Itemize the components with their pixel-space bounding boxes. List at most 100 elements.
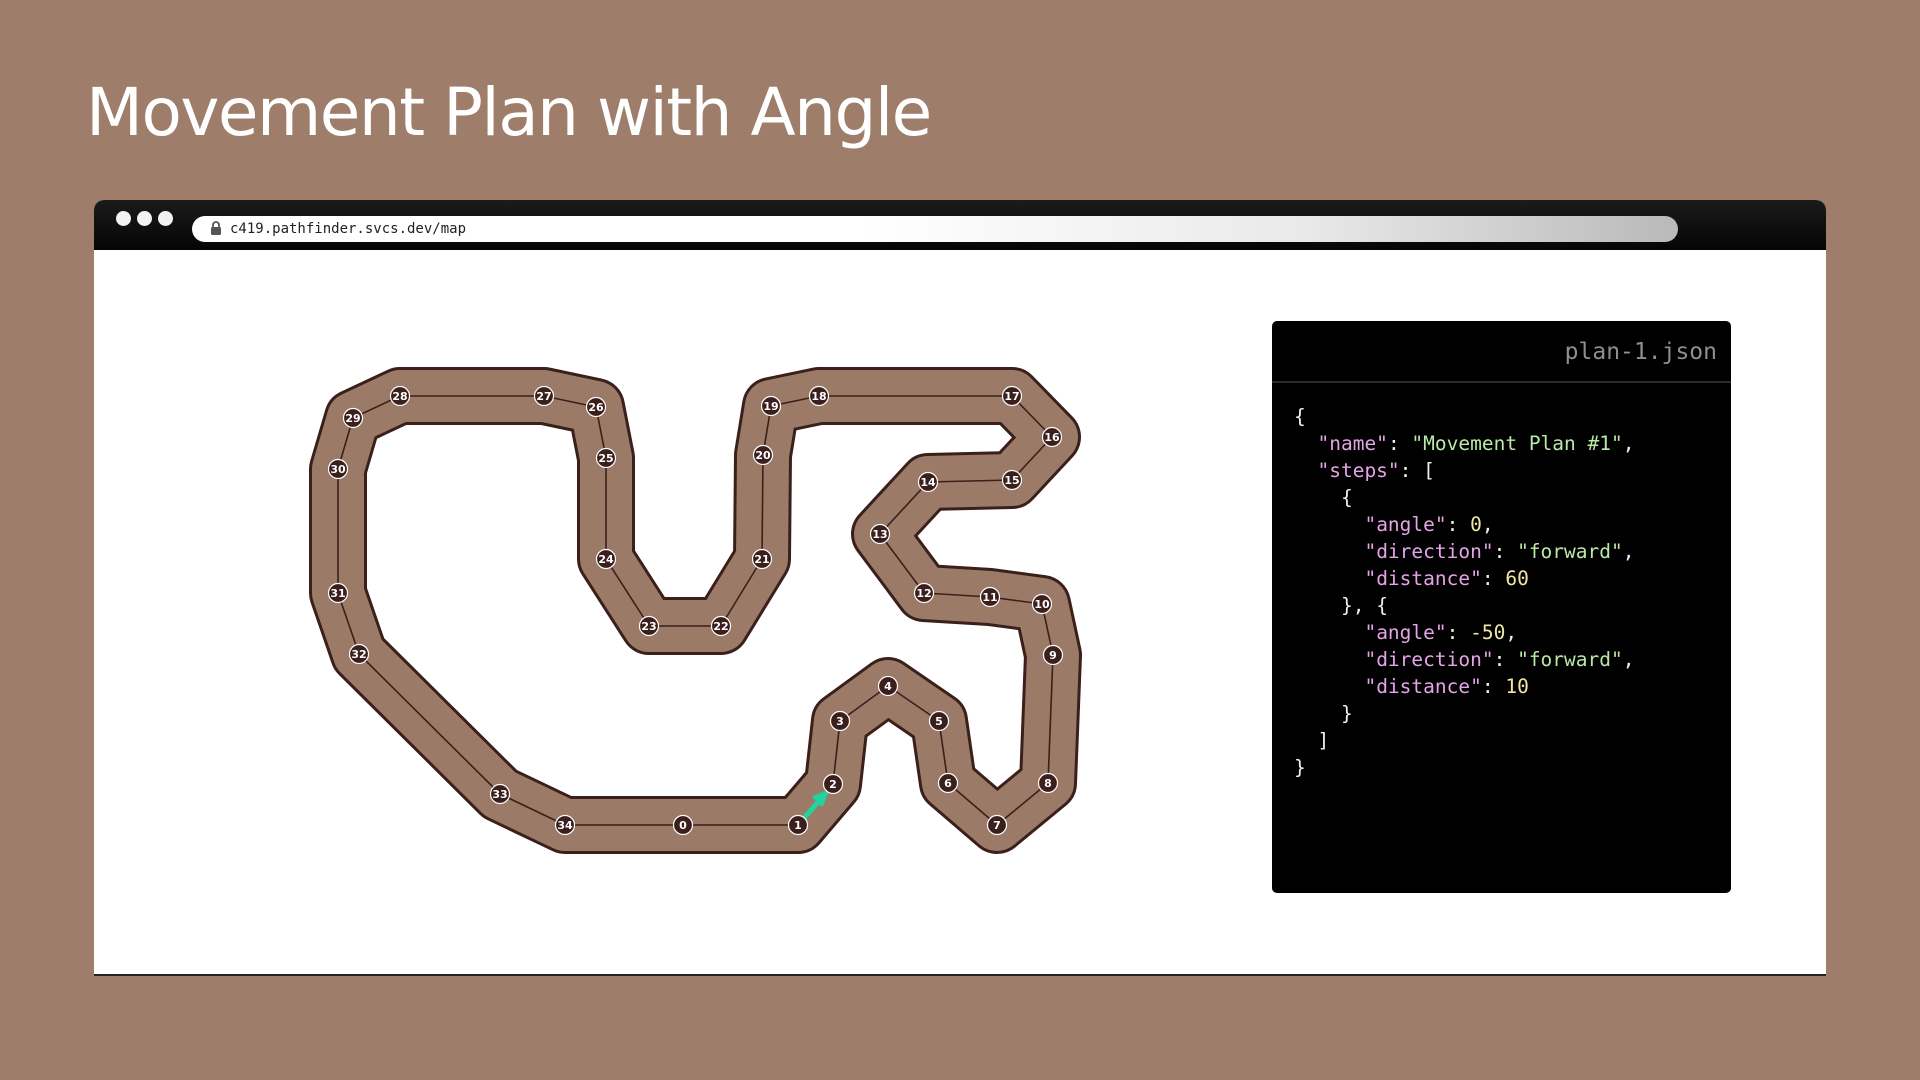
json-filename: plan-1.json — [1564, 339, 1717, 365]
track-node[interactable]: 30 — [327, 458, 349, 480]
window-control-dot[interactable] — [158, 211, 173, 226]
track-node[interactable]: 15 — [1001, 469, 1023, 491]
track-node-label: 29 — [345, 412, 360, 425]
track-node[interactable]: 0 — [672, 814, 694, 836]
code-token: } — [1294, 756, 1306, 779]
track-node-label: 32 — [351, 648, 366, 661]
track-node[interactable]: 9 — [1042, 644, 1064, 666]
track-node[interactable]: 1 — [787, 814, 809, 836]
track-node-label: 18 — [811, 390, 826, 403]
track-node-marker — [1041, 426, 1063, 448]
code-key: "name" — [1317, 432, 1388, 455]
window-control-dot[interactable] — [137, 211, 152, 226]
track-node[interactable]: 17 — [1001, 385, 1023, 407]
track-node-marker — [710, 615, 732, 637]
track-node[interactable]: 20 — [752, 444, 774, 466]
track-node[interactable]: 13 — [869, 523, 891, 545]
json-panel: plan-1.json { "name": "Movement Plan #1"… — [1272, 321, 1731, 893]
code-number: 10 — [1505, 675, 1529, 698]
track-node[interactable]: 2 — [822, 773, 844, 795]
code-key: "angle" — [1364, 621, 1447, 644]
code-token: [ — [1423, 459, 1435, 482]
track-node-marker — [787, 814, 809, 836]
track-node[interactable]: 6 — [937, 772, 959, 794]
track-node-label: 4 — [884, 680, 892, 693]
track-node-marker — [1031, 593, 1053, 615]
track-node[interactable]: 24 — [595, 548, 617, 570]
browser-titlebar: c419.pathfinder.svcs.dev/map — [94, 200, 1826, 250]
track-node-marker — [760, 395, 782, 417]
code-string: "forward" — [1517, 648, 1623, 671]
track-node-marker — [638, 615, 660, 637]
window-control-dot[interactable] — [116, 211, 131, 226]
track-node-label: 27 — [536, 390, 551, 403]
code-token: { — [1340, 486, 1353, 509]
track-node-marker — [869, 523, 891, 545]
track-node[interactable]: 31 — [327, 582, 349, 604]
track-node[interactable]: 27 — [533, 385, 555, 407]
track-node-marker — [327, 458, 349, 480]
code-token: } — [1340, 702, 1353, 725]
track-node-marker — [829, 710, 851, 732]
track-node[interactable]: 3 — [829, 710, 851, 732]
address-bar[interactable]: c419.pathfinder.svcs.dev/map — [192, 216, 1678, 242]
track-node[interactable]: 10 — [1031, 593, 1053, 615]
track-node[interactable]: 21 — [751, 548, 773, 570]
track-node[interactable]: 14 — [917, 471, 939, 493]
track-node[interactable]: 11 — [979, 586, 1001, 608]
track-node[interactable]: 33 — [489, 783, 511, 805]
track-node[interactable]: 18 — [808, 385, 830, 407]
track-node[interactable]: 23 — [638, 615, 660, 637]
track-node-marker — [1042, 644, 1064, 666]
track-node[interactable]: 28 — [389, 385, 411, 407]
track-node-marker — [917, 471, 939, 493]
track-node[interactable]: 22 — [710, 615, 732, 637]
track-node-label: 10 — [1034, 598, 1050, 611]
track-node-label: 30 — [330, 463, 346, 476]
track-node[interactable]: 12 — [913, 582, 935, 604]
track-node-label: 16 — [1044, 431, 1060, 444]
track-node-label: 14 — [920, 476, 936, 489]
track-node-marker — [1037, 772, 1059, 794]
track-node-marker — [928, 710, 950, 732]
track-node[interactable]: 29 — [342, 407, 364, 429]
track-node[interactable]: 4 — [877, 675, 899, 697]
code-key: "direction" — [1364, 540, 1494, 563]
track-node-marker — [389, 385, 411, 407]
track-node-marker — [937, 772, 959, 794]
track-node-marker — [595, 447, 617, 469]
track-surface — [312, 370, 1079, 851]
track-node-marker — [327, 582, 349, 604]
divider — [1272, 381, 1731, 383]
track-node[interactable]: 8 — [1037, 772, 1059, 794]
track-node[interactable]: 19 — [760, 395, 782, 417]
track-node-label: 21 — [754, 553, 769, 566]
track-node[interactable]: 16 — [1041, 426, 1063, 448]
track-node-label: 11 — [982, 591, 997, 604]
track-node[interactable]: 25 — [595, 447, 617, 469]
track-node[interactable]: 34 — [554, 814, 576, 836]
code-token: }, { — [1340, 594, 1388, 617]
track-node[interactable]: 5 — [928, 710, 950, 732]
track-node-marker — [554, 814, 576, 836]
code-token: { — [1294, 405, 1306, 428]
code-string: "Movement Plan #1" — [1411, 432, 1623, 455]
track-node-label: 8 — [1044, 777, 1052, 790]
code-key: "direction" — [1364, 648, 1494, 671]
code-token: ] — [1317, 729, 1330, 752]
track-node-marker — [1001, 469, 1023, 491]
track-node-label: 25 — [598, 452, 613, 465]
track-node-marker — [751, 548, 773, 570]
code-number: 0 — [1470, 513, 1482, 536]
track-node[interactable]: 26 — [585, 396, 607, 418]
track-node-label: 1 — [794, 819, 802, 832]
url-text[interactable]: c419.pathfinder.svcs.dev/map — [230, 221, 467, 237]
track-node[interactable]: 7 — [986, 814, 1008, 836]
track-node-label: 26 — [588, 401, 604, 414]
track-node-label: 33 — [492, 788, 507, 801]
track-node-marker — [986, 814, 1008, 836]
track-node[interactable]: 32 — [348, 643, 370, 665]
